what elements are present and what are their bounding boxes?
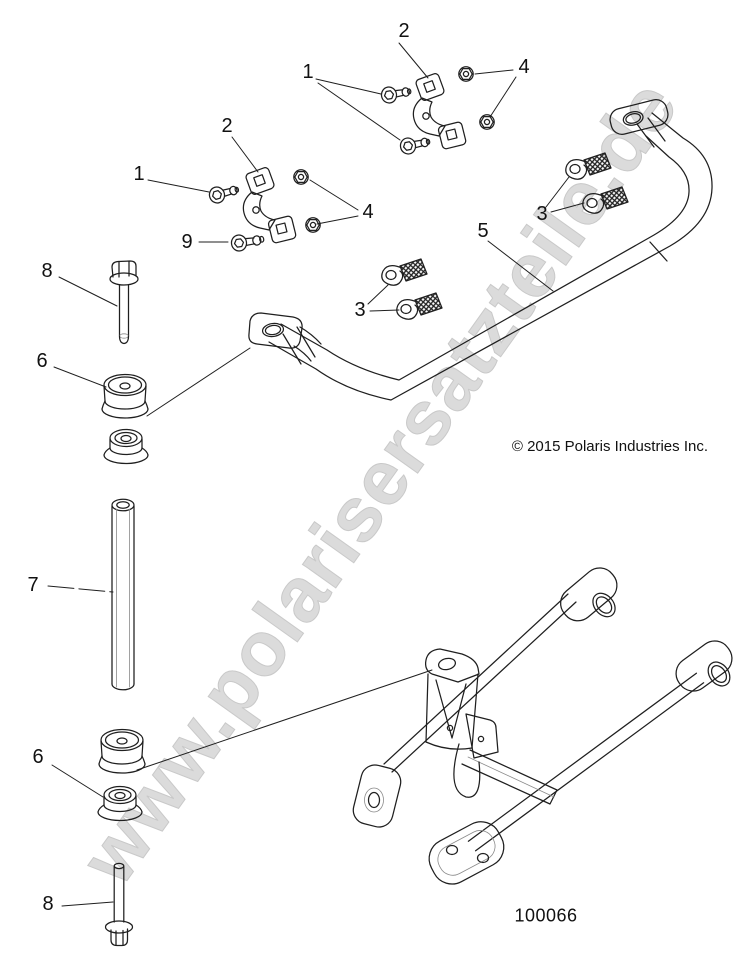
callout-8-upper: 8: [41, 260, 53, 282]
bushing-lower-small: [97, 785, 143, 822]
spacer-tube: [111, 498, 135, 691]
callout-2-mid: 2: [221, 115, 233, 137]
callout-4-mid: 4: [362, 201, 374, 223]
copyright-notice: © 2015 Polaris Industries Inc.: [511, 438, 708, 455]
leader-lines: [47, 42, 585, 907]
callout-1-top: 1: [302, 61, 314, 83]
stabilizer-bar: [248, 99, 713, 401]
callout-2-top: 2: [398, 20, 410, 42]
callout-3-mid: 3: [354, 299, 366, 321]
flange-nut-d: [305, 217, 321, 233]
callout-6-upper: 6: [36, 350, 48, 372]
clamp-bracket-mid: [242, 165, 298, 245]
callout-6-lower: 6: [32, 746, 44, 768]
flange-nut-c: [293, 169, 309, 185]
bushing-lower-large: [98, 728, 146, 774]
callout-5: 5: [477, 220, 489, 242]
diagram-part-number: 100066: [514, 905, 578, 926]
bushing-clamp-a: [565, 152, 612, 180]
bushing-clamp-b: [582, 186, 629, 214]
callout-9: 9: [181, 231, 193, 253]
callout-4-top: 4: [518, 56, 530, 78]
bushing-upper-small: [103, 428, 149, 465]
link-bolt-upper: [109, 260, 139, 345]
bushing-clamp-d: [396, 292, 443, 320]
bushing-clamp-c: [381, 258, 428, 286]
flange-bolt-1b: [398, 132, 432, 157]
link-bolt-lower: [104, 862, 134, 947]
bushing-upper-large: [101, 373, 149, 419]
flange-bolt-1a: [379, 82, 413, 105]
flange-bolt-1c: [207, 180, 242, 206]
callout-1-mid: 1: [133, 163, 145, 185]
shoulder-bolt-9: [230, 234, 265, 252]
flange-nut-b: [479, 114, 495, 130]
callout-8-lower: 8: [42, 893, 54, 915]
callout-3-right: 3: [536, 203, 548, 225]
callout-7: 7: [27, 574, 39, 596]
clamp-bracket-top: [412, 71, 468, 151]
flange-nut-a: [458, 66, 474, 82]
control-arm: [352, 567, 733, 885]
